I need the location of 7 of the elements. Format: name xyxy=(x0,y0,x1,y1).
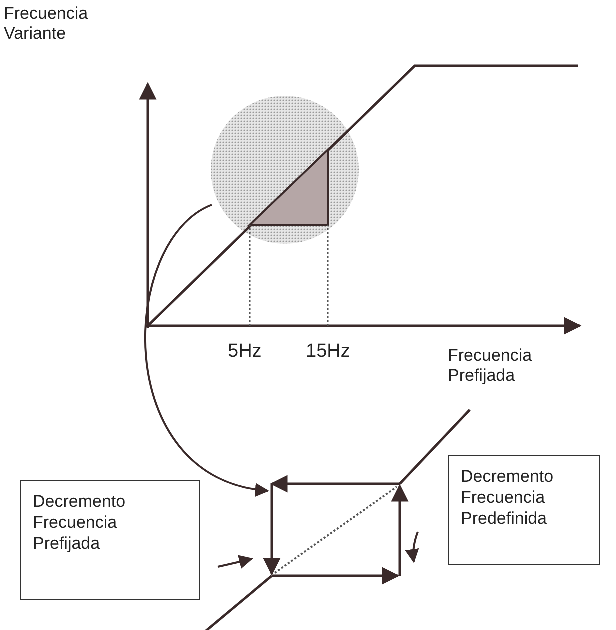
tick-label: 5Hz xyxy=(228,342,263,362)
tick-label: 15Hz xyxy=(306,342,352,362)
text-box: Decremento Frecuencia Predefinida xyxy=(448,455,600,565)
text-box: Decremento Frecuencia Prefijada xyxy=(20,480,200,600)
axis-title: Frecuencia Prefijada xyxy=(448,346,534,386)
curved-arrow xyxy=(144,204,270,496)
axis-title: Frecuencia Variante xyxy=(4,4,90,44)
